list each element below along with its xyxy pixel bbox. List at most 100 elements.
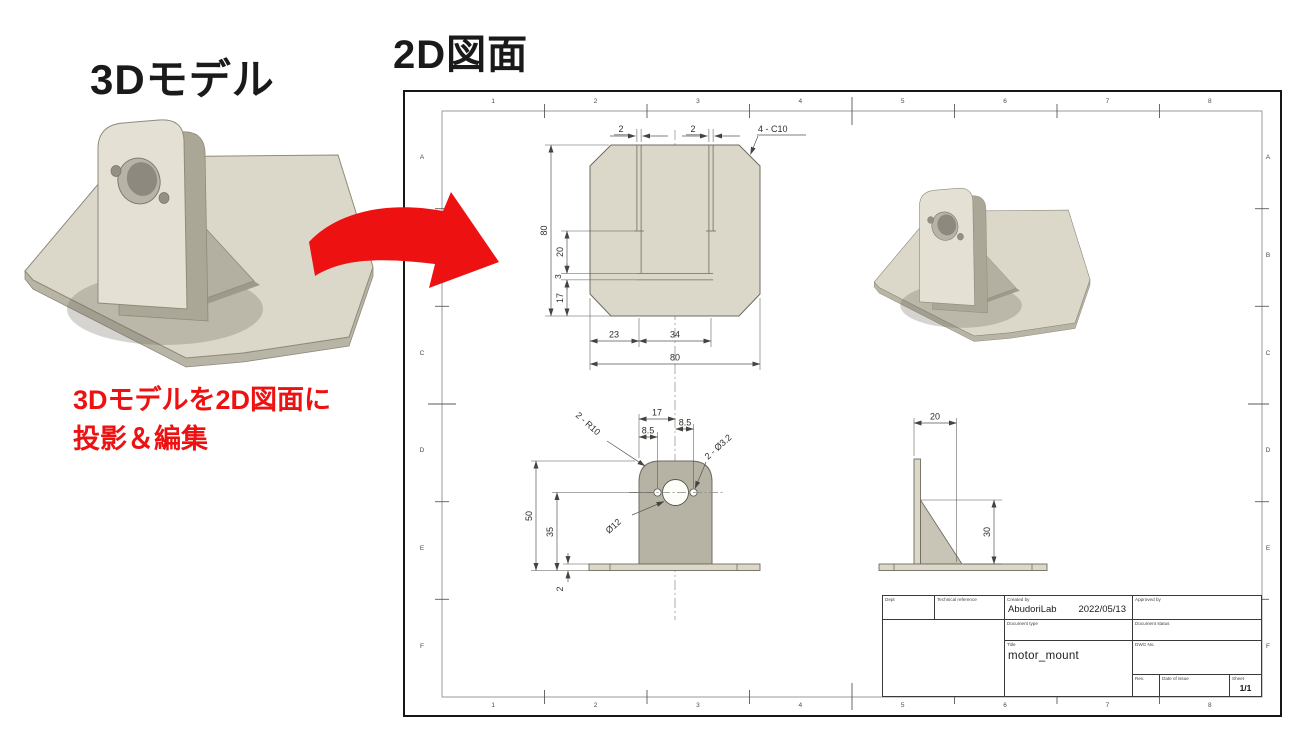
title-block-right-column: Document status DWG No. Rev. Date of iss… [1133, 620, 1261, 696]
title-value: motor_mount [1008, 649, 1080, 662]
dim-gusset-height: 30 [982, 527, 992, 537]
column-label: 3 [696, 97, 700, 105]
side-view-base [878, 563, 1048, 571]
column-label: 6 [1003, 702, 1007, 709]
row-label: F [1266, 642, 1270, 650]
top-view-plate [589, 144, 761, 317]
column-label: 1 [491, 702, 495, 709]
dim-base-thickness: 2 [555, 586, 565, 591]
rev-label: Rev. [1135, 676, 1145, 681]
top-view-slots [634, 145, 716, 281]
projection-arrow [309, 192, 499, 288]
top-view-dim-lines [548, 133, 806, 367]
caption-line-1: 3Dモデルを2D図面に [73, 385, 332, 415]
created-by-value: AbudoriLab [1008, 603, 1057, 615]
dim-slot-depth: 20 [555, 247, 565, 257]
iso-view [873, 187, 1091, 342]
title-label: Title [1007, 642, 1016, 647]
title-block-approvedby-cell: Approved by [1133, 596, 1261, 619]
border-columns-top: 1 2 3 4 5 6 7 8 [442, 93, 1261, 109]
technical-reference-label: Technical reference [937, 597, 977, 602]
column-label: 3 [696, 702, 700, 709]
row-label: F [420, 642, 424, 650]
column-label: 7 [1105, 702, 1110, 709]
dim-slot-width-left: 2 [618, 124, 623, 134]
row-label: D [419, 447, 425, 455]
dim-upright-offset: 20 [930, 412, 940, 422]
dim-hole-offset-left: 8.5 [642, 426, 655, 436]
title-block-doctype-cell: Document type [1005, 620, 1132, 641]
front-view-extension-lines [531, 414, 694, 571]
column-label: 8 [1208, 97, 1212, 105]
dept-label: Dept [885, 597, 895, 602]
title-block-docstatus-cell: Document status [1133, 620, 1261, 641]
dim-small-hole-note: 2 - Ø3.2 [703, 432, 734, 461]
arrow-shape [309, 192, 499, 288]
column-label: 5 [900, 97, 905, 105]
front-view-base [588, 563, 761, 571]
column-label: 4 [798, 702, 803, 709]
date-of-issue-label: Date of issue [1162, 676, 1189, 681]
rev-cell: Rev. [1133, 675, 1160, 696]
column-label: 6 [1003, 97, 1007, 105]
label-2d-drawing: 2D図面 [393, 33, 529, 77]
title-block-createdby-cell: Created by AbudoriLab 2022/05/13 [1005, 596, 1133, 619]
dim-hole-offset-right: 8.5 [679, 418, 692, 428]
top-view-extension-lines [545, 129, 761, 370]
row-label: E [1265, 545, 1271, 553]
column-label: 2 [593, 702, 598, 709]
title-block-title-cell: Title motor_mount [1005, 641, 1132, 696]
title-block-empty-cell [883, 620, 1005, 696]
row-label: A [1265, 154, 1271, 162]
dim-center-hole: Ø12 [604, 517, 623, 536]
document-status-label: Document status [1135, 621, 1170, 626]
row-label: C [1265, 349, 1271, 357]
title-block-center-column: Document type Title motor_mount [1005, 620, 1133, 696]
row-label: B [1265, 252, 1271, 259]
row-label: D [1265, 447, 1271, 455]
border-columns-bottom: 1 2 3 4 5 6 7 8 [442, 698, 1261, 713]
dim-overall-width: 80 [670, 353, 680, 363]
dim-overall-height: 80 [539, 225, 549, 235]
dim-chamfer-note: 4 - C10 [758, 124, 788, 134]
dim-edge-to-slot: 23 [609, 330, 619, 340]
approved-by-label: Approved by [1135, 597, 1161, 602]
title-block-techref-cell: Technical reference [935, 596, 1005, 619]
date-of-issue-cell: Date of issue [1160, 675, 1230, 696]
title-block-bottom-row: Rev. Date of issue Sheet 1/1 [1133, 675, 1261, 696]
column-label: 5 [900, 702, 905, 709]
label-3d-model: 3Dモデル [90, 56, 275, 103]
dim-hole-height: 35 [545, 527, 555, 537]
sheet-label: Sheet [1232, 676, 1245, 681]
dim-slot-spacing: 34 [670, 330, 680, 340]
row-label: E [419, 545, 425, 553]
column-label: 8 [1208, 702, 1212, 709]
title-block: Dept Technical reference Created by Abud… [882, 595, 1262, 697]
dim-bend-margin: 17 [555, 293, 565, 303]
front-view-dim-lines [533, 416, 707, 582]
dim-wall-thickness: 3 [553, 274, 563, 279]
sheet-cell: Sheet 1/1 [1230, 675, 1261, 696]
column-label: 2 [593, 97, 598, 105]
row-label: C [419, 349, 425, 357]
column-label: 7 [1105, 97, 1110, 105]
drawing-sheet-canvas: 2 2 4 - C10 80 20 3 17 23 34 80 [428, 97, 1269, 710]
front-view-upright [638, 460, 713, 565]
row-label: A [419, 154, 425, 162]
title-block-dwgno-cell: DWG No. [1133, 641, 1261, 675]
side-view-dim-lines [913, 420, 997, 565]
created-date-value: 2022/05/13 [1078, 603, 1126, 615]
side-view-gusset [920, 498, 963, 565]
caption-projection: 3Dモデルを2D図面に 投影＆編集 [73, 381, 331, 459]
dim-corner-radius-note: 2 - R10 [574, 410, 603, 437]
sheet-value: 1/1 [1239, 682, 1252, 693]
dwg-no-label: DWG No. [1135, 642, 1155, 647]
caption-line-2: 投影＆編集 [73, 424, 208, 454]
document-type-label: Document type [1007, 621, 1038, 626]
dim-edge-to-center: 17 [652, 408, 662, 418]
title-block-dept-cell: Dept [883, 596, 935, 619]
border-rows-right: A B C D E F [1259, 109, 1277, 695]
drawing-sheet: 2 2 4 - C10 80 20 3 17 23 34 80 [403, 90, 1282, 717]
column-label: 1 [491, 97, 495, 105]
